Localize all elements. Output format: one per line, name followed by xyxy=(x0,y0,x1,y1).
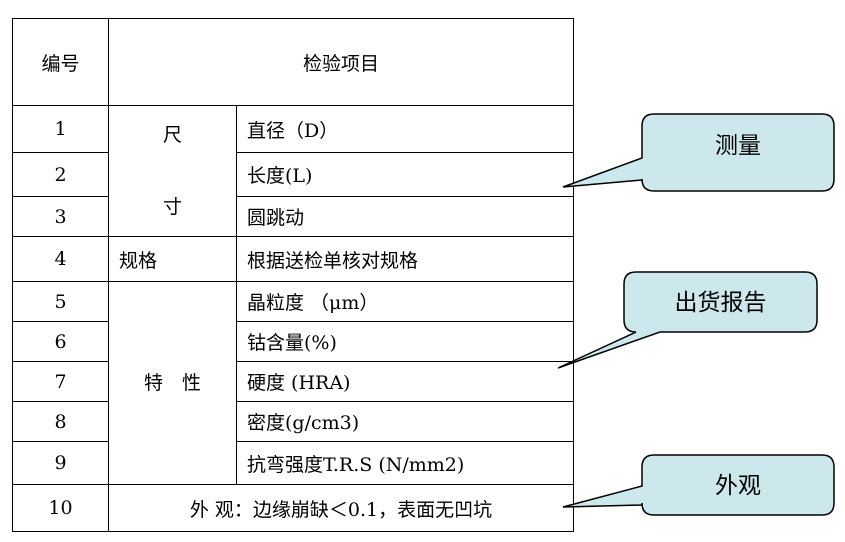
callout-appearance: 外观 xyxy=(715,473,761,499)
row-no: 8 xyxy=(12,401,109,442)
table-row: 2 长度(L) xyxy=(12,152,575,197)
table-header-row: 编号 检验项目 xyxy=(12,18,575,106)
callout-shape-report xyxy=(557,271,818,369)
row-no: 10 xyxy=(12,484,109,532)
row-item: 硬度 (HRA) xyxy=(235,361,575,402)
group-property: 特 性 xyxy=(108,281,237,485)
table-row: 10 外 观：边缘崩缺＜0.1，表面无凹坑 xyxy=(12,484,575,532)
callout-measure: 测量 xyxy=(715,133,761,159)
row-item: 直径（D） xyxy=(235,105,575,153)
table-row: 9 抗弯强度T.R.S (N/mm2) xyxy=(12,441,575,485)
row-no: 3 xyxy=(12,196,109,237)
row-item: 长度(L) xyxy=(235,152,575,197)
inspection-table: 编号 检验项目 1 尺 寸 直径（D） 2 长度(L) 3 圆跳动 4 规格 根… xyxy=(12,18,575,532)
callout-shape-appearance xyxy=(562,454,835,516)
row-no: 4 xyxy=(12,236,109,282)
table-row: 6 钴含量(%) xyxy=(12,321,575,362)
row-no: 6 xyxy=(12,321,109,362)
group-spec: 规格 xyxy=(108,236,237,282)
table-row: 4 规格 根据送检单核对规格 xyxy=(12,236,575,282)
table-row: 7 硬度 (HRA) xyxy=(12,361,575,402)
callout-report: 出货报告 xyxy=(674,290,767,316)
row-item: 根据送检单核对规格 xyxy=(235,236,575,282)
header-item: 检验项目 xyxy=(107,18,575,106)
row-no: 9 xyxy=(12,441,109,485)
callout-shape-measure xyxy=(562,113,835,192)
row-item: 钴含量(%) xyxy=(235,321,575,362)
header-no: 编号 xyxy=(12,18,109,106)
row-item: 晶粒度 （μm） xyxy=(235,281,575,322)
row-item-appearance: 外 观：边缘崩缺＜0.1，表面无凹坑 xyxy=(107,484,575,532)
group-size: 尺 寸 xyxy=(108,105,237,237)
table-row: 1 尺 寸 直径（D） xyxy=(12,105,575,237)
